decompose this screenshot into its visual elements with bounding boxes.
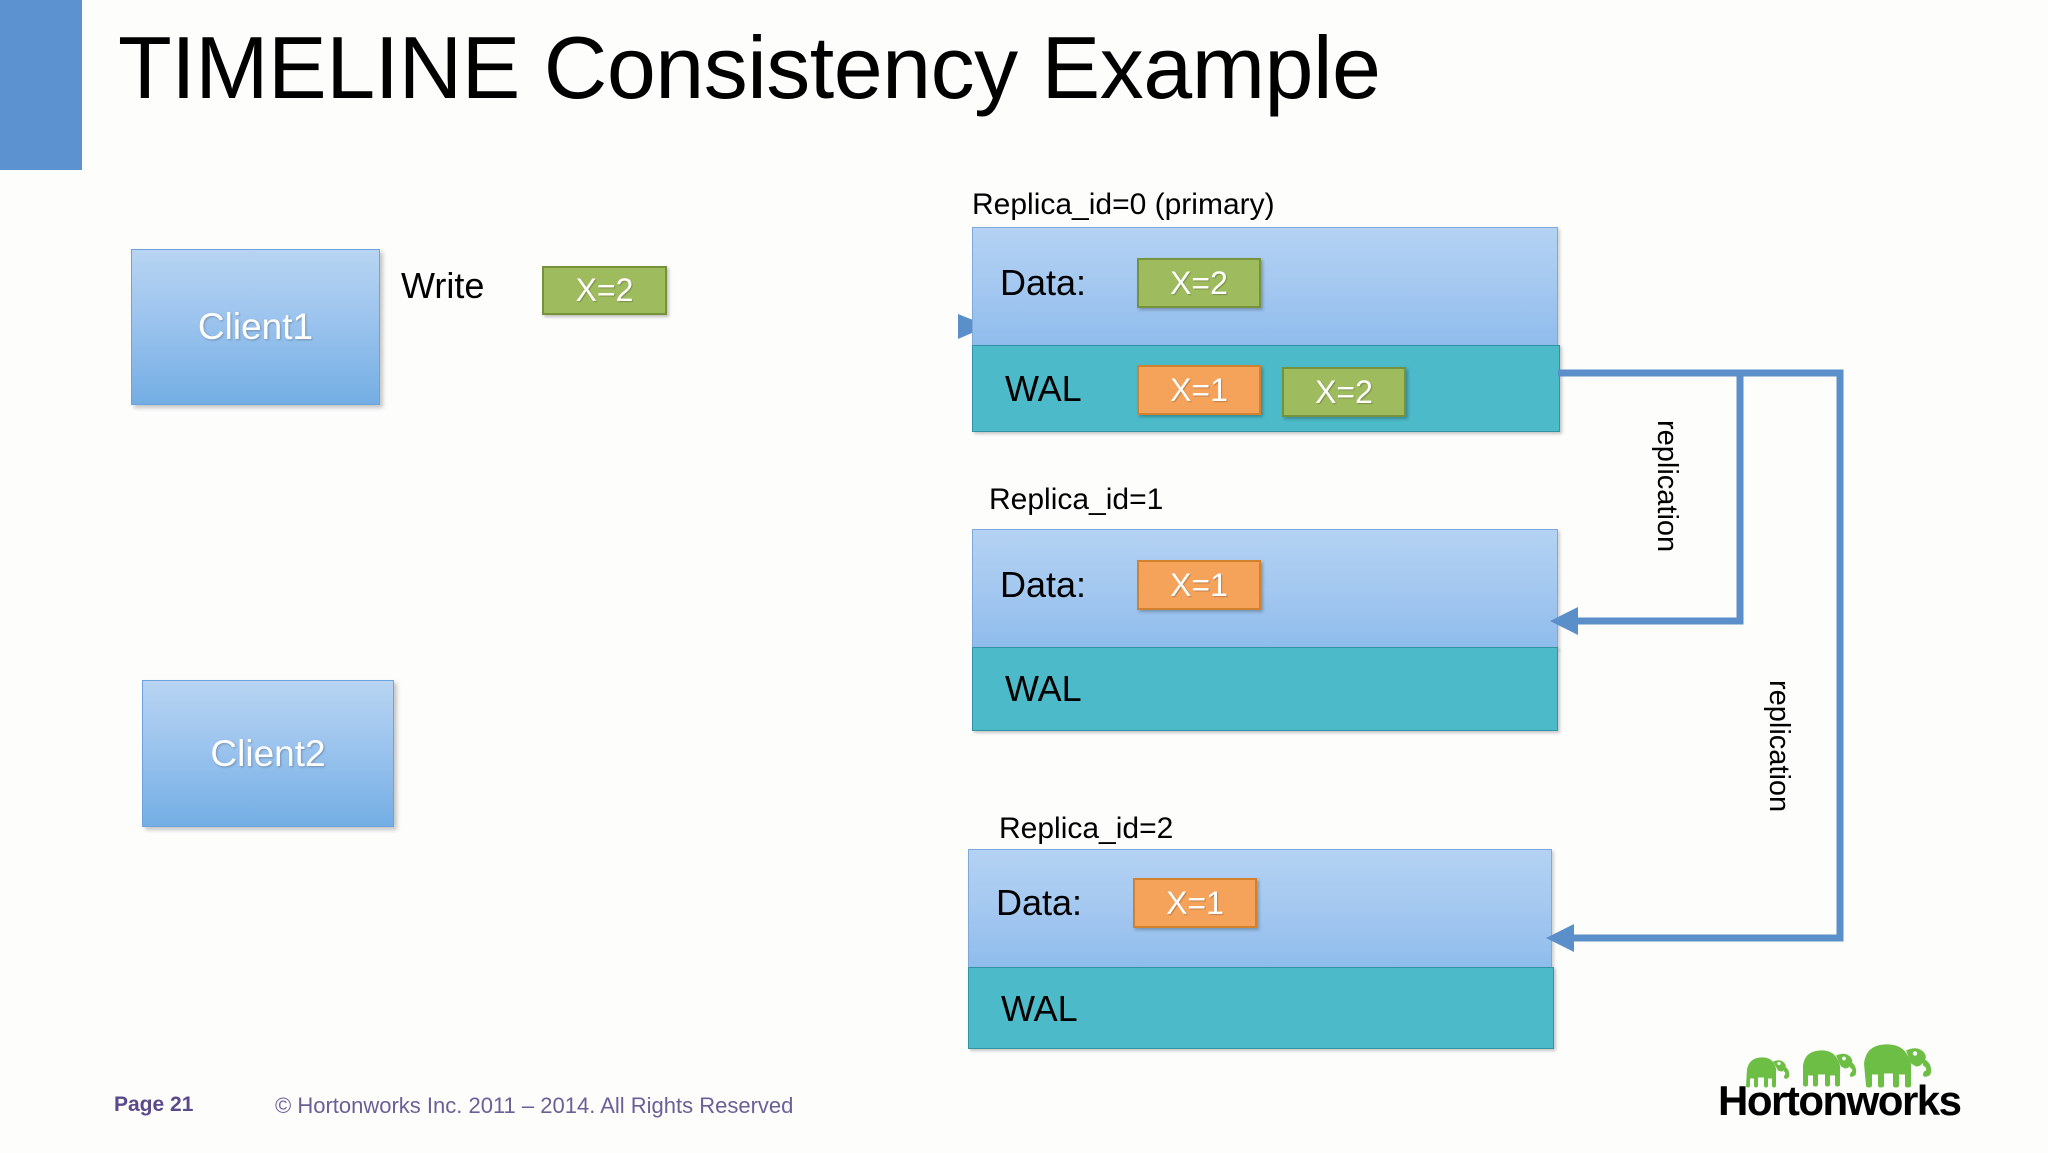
replica-0-wal-label: WAL — [1005, 368, 1082, 409]
replication-arrow-to-replica-2 — [1546, 369, 1844, 952]
replica-2-data-label: Data: — [996, 882, 1083, 923]
elephants-icon — [1746, 1044, 1932, 1088]
hortonworks-wordmark: Hortonworks — [1718, 1077, 1962, 1124]
client2-box[interactable]: Client2 — [142, 680, 394, 827]
replica-0-wal-entry-2: X=2 — [1282, 367, 1406, 417]
write-arrow-icon — [372, 314, 988, 339]
replica-2-data-value: X=1 — [1133, 878, 1257, 928]
replica-1-wal-pane — [972, 647, 1558, 731]
replication-label-2: replication — [1763, 680, 1795, 813]
copyright-notice: © Hortonworks Inc. 2011 – 2014. All Righ… — [275, 1093, 794, 1118]
client1-label: Client1 — [197, 306, 314, 347]
replica-0-caption: Replica_id=0 (primary) — [972, 188, 1275, 221]
page-number: Page 21 — [114, 1093, 194, 1116]
replication-label-1: replication — [1651, 420, 1683, 553]
client2-label: Client2 — [210, 732, 326, 774]
replica-1-caption: Replica_id=1 — [989, 483, 1164, 516]
replica-1-data-pane — [972, 529, 1558, 649]
replica-0-data-value: X=2 — [1137, 258, 1261, 308]
write-payload-badge: X=2 — [542, 266, 667, 315]
replica-2-caption: Replica_id=2 — [999, 812, 1174, 845]
replica-0-wal-entry-1: X=1 — [1137, 365, 1261, 415]
replica-1-data-label: Data: — [1000, 564, 1087, 605]
replication-arrow-to-replica-1 — [1550, 369, 1744, 635]
replica-1-data-value: X=1 — [1137, 560, 1261, 610]
replica-0-data-label: Data: — [1000, 262, 1087, 303]
replica-0-data-pane — [972, 227, 1558, 347]
replica-2-wal-pane — [968, 967, 1554, 1049]
replication-connectors — [1546, 369, 1844, 952]
page-title: TIMELINE Consistency Example — [118, 18, 1381, 117]
replica-2-wal-label: WAL — [1001, 988, 1078, 1029]
replica-0-wal-pane — [972, 345, 1560, 432]
client1-box[interactable]: Client1 — [131, 249, 380, 405]
write-label: Write — [401, 265, 485, 306]
title-accent-bar — [0, 0, 82, 170]
replica-1-wal-label: WAL — [1005, 668, 1082, 709]
